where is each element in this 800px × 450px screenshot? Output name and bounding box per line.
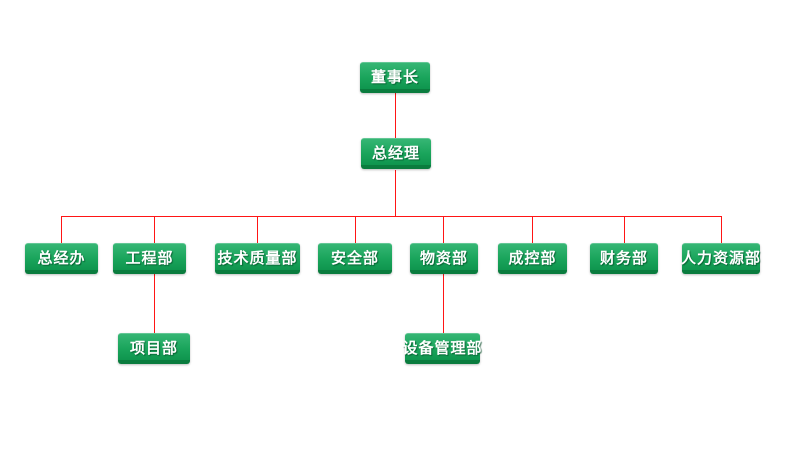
- connector-line-eng-project: [154, 273, 155, 333]
- connector-drop-materials: [443, 217, 444, 243]
- connector-drop-cost-control: [532, 217, 533, 243]
- connector-drop-hr: [721, 217, 722, 243]
- connector-line-horizontal-bus: [61, 216, 722, 217]
- org-node-finance: 财务部: [590, 243, 658, 274]
- connector-drop-general-office: [61, 217, 62, 243]
- connector-line-mat-equipment: [443, 273, 444, 333]
- org-node-project: 项目部: [118, 333, 190, 364]
- org-node-equipment: 设备管理部: [403, 333, 482, 364]
- connector-drop-safety: [355, 217, 356, 243]
- org-node-chairman: 董事长: [360, 62, 430, 93]
- connector-drop-finance: [624, 217, 625, 243]
- org-node-hr: 人力资源部: [681, 243, 760, 274]
- org-node-general-manager: 总经理: [361, 138, 431, 169]
- connector-line-gm-trunk: [395, 170, 396, 217]
- org-node-materials: 物资部: [410, 243, 478, 274]
- org-node-safety: 安全部: [318, 243, 392, 274]
- org-node-tech-quality: 技术质量部: [215, 243, 300, 274]
- connector-drop-tech-quality: [257, 217, 258, 243]
- org-node-engineering: 工程部: [113, 243, 186, 274]
- org-node-cost-control: 成控部: [498, 243, 567, 274]
- org-node-general-office: 总经办: [25, 243, 98, 274]
- connector-line-chairman-gm: [395, 93, 396, 138]
- connector-drop-engineering: [154, 217, 155, 243]
